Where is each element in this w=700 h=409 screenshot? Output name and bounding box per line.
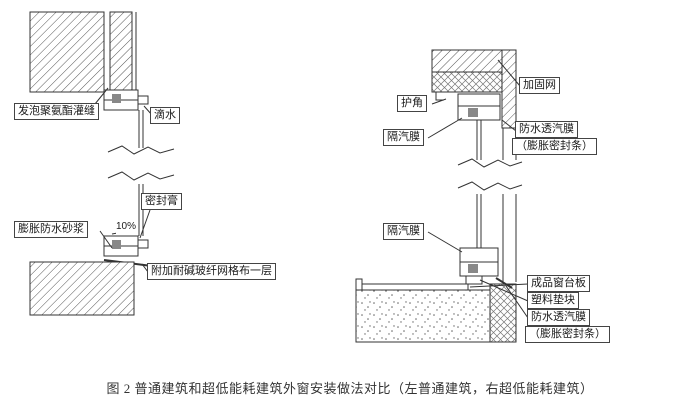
label-foam-polyurethane: 发泡聚氨酯灌缝: [14, 103, 99, 120]
label-drip: 滴水: [150, 107, 180, 124]
label-sealant: 密封膏: [141, 193, 182, 210]
figure-caption: 图 2 普通建筑和超低能耗建筑外窗安装做法对比（左普通建筑，右超低能耗建筑）: [106, 381, 594, 396]
label-fiberglass-mesh: 附加耐碱玻纤网格布一层: [147, 263, 276, 280]
label-expansion-strip-top: （膨胀密封条）: [512, 138, 597, 155]
label-vapor-barrier-top: 隔汽膜: [383, 129, 424, 146]
label-vapor-barrier-bottom: 隔汽膜: [383, 223, 424, 240]
label-windowsill-board: 成品窗台板: [527, 275, 590, 292]
label-plastic-spacer: 塑料垫块: [527, 292, 579, 309]
label-waterproof-membrane-top: 防水透汽膜: [515, 121, 578, 138]
label-expansion-strip-bottom: （膨胀密封条）: [525, 326, 610, 343]
label-reinforcement-mesh: 加固网: [519, 77, 560, 94]
right-drawing-linework: [355, 49, 529, 343]
label-corner-guard: 护角: [397, 95, 427, 112]
left-drawing-linework: [29, 11, 175, 316]
label-waterproof-membrane-bottom: 防水透汽膜: [527, 309, 590, 326]
label-expansion-waterproof-mortar: 膨胀防水砂浆: [14, 221, 88, 238]
label-slope-10pct: 10%: [116, 219, 137, 234]
